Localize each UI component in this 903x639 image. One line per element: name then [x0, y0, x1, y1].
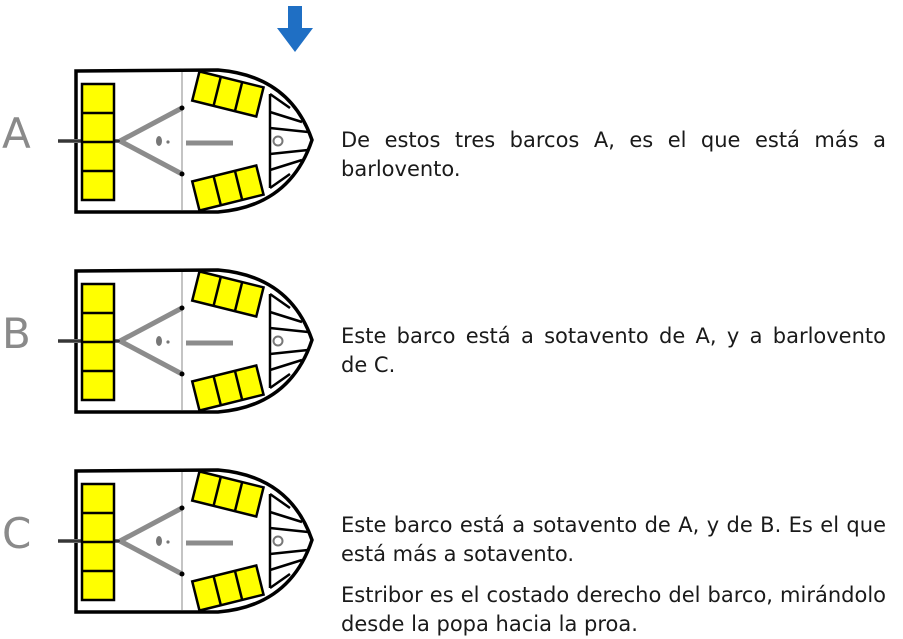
boat-letter: B — [2, 309, 31, 358]
boat-caption: De estos tres barcos A, es el que está m… — [341, 128, 886, 181]
boat-diagram — [58, 66, 314, 216]
boat-diagram — [58, 266, 314, 416]
boat-row-c: C — [0, 466, 903, 616]
boat-row-b: B — [0, 266, 903, 416]
starboard-note: Estribor es el costado derecho del barco… — [341, 583, 886, 636]
wind-arrow-icon — [277, 6, 313, 52]
boat-letter: C — [2, 509, 32, 558]
boat-caption: Este barco está a sotavento de A, y a ba… — [341, 324, 886, 377]
boat-caption: Este barco está a sotavento de A, y de B… — [341, 513, 886, 566]
boat-row-a: A — [0, 66, 903, 216]
boat-letter: A — [2, 109, 31, 158]
boat-diagram — [58, 466, 314, 616]
